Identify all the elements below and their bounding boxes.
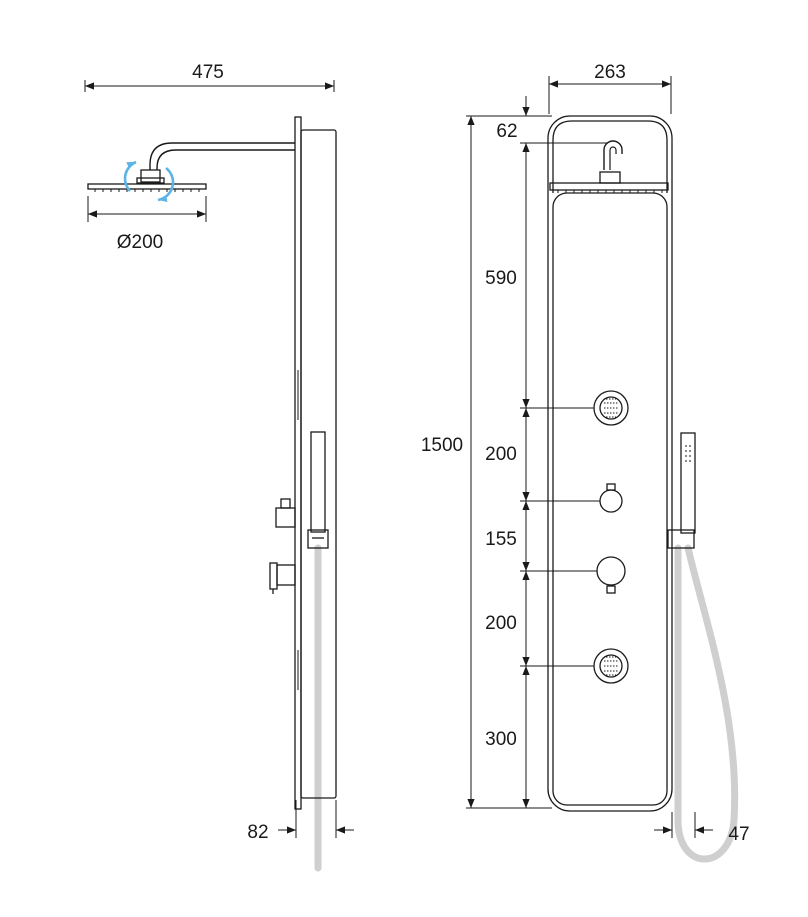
dim-front-width: 263 bbox=[594, 62, 626, 83]
front-panel-outer bbox=[547, 115, 673, 812]
shower-arm bbox=[149, 142, 295, 170]
dim-side-width: 475 bbox=[192, 62, 224, 83]
dim-hose-offset: 47 bbox=[728, 824, 749, 845]
rotate-arrows-icon bbox=[123, 160, 175, 203]
dim-head-diameter: Ø200 bbox=[117, 232, 163, 253]
side-handset bbox=[310, 431, 326, 533]
side-panel-body bbox=[300, 129, 337, 799]
side-view bbox=[87, 116, 337, 872]
side-knob-top bbox=[275, 507, 296, 528]
dim-head-to-jet: 590 bbox=[485, 268, 517, 289]
dim-knob-to-knob: 155 bbox=[485, 529, 517, 550]
side-knob-bottom bbox=[276, 564, 296, 586]
front-panel-inner bbox=[552, 192, 668, 806]
dim-jet-to-knob: 200 bbox=[485, 444, 517, 465]
thermostat-knob bbox=[596, 556, 626, 594]
dim-knob-to-jet: 200 bbox=[485, 613, 517, 634]
dim-total-height: 1500 bbox=[421, 435, 463, 456]
body-jet-bottom bbox=[593, 648, 629, 684]
front-dimensions bbox=[466, 76, 713, 838]
front-handset-holder bbox=[667, 529, 695, 549]
side-panel-back bbox=[294, 116, 302, 810]
front-shower-arm bbox=[603, 140, 623, 170]
diverter-knob bbox=[599, 483, 623, 513]
front-view bbox=[547, 115, 739, 863]
front-hose bbox=[674, 544, 739, 863]
side-dimensions bbox=[84, 80, 354, 838]
dim-top-gap: 62 bbox=[496, 121, 517, 142]
dim-depth: 82 bbox=[247, 822, 268, 843]
body-jet-top bbox=[593, 390, 629, 426]
front-handset bbox=[680, 432, 696, 534]
side-shower-head bbox=[87, 183, 207, 190]
side-handset-holder bbox=[307, 529, 329, 549]
front-shower-head bbox=[549, 182, 669, 191]
dim-jet-to-bottom: 300 bbox=[485, 729, 517, 750]
